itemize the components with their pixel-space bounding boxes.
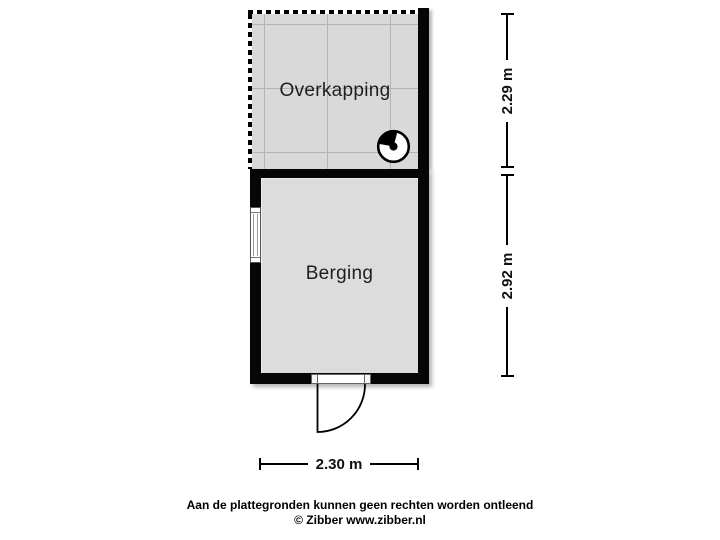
- footer-disclaimer: Aan de plattegronden kunnen geen rechten…: [186, 498, 534, 512]
- dim-label-overkapping-depth: 2.29 m: [496, 60, 518, 122]
- dim-label-width: 2.30 m: [308, 453, 370, 475]
- overkapping-dashed-border-top: [248, 10, 418, 14]
- overkapping-dashed-border-left: [248, 14, 252, 169]
- footer: Aan de plattegronden kunnen geen rechten…: [0, 498, 720, 528]
- footer-credit: © Zibber www.zibber.nl: [294, 513, 426, 527]
- room-berging-walls: Berging: [250, 169, 429, 384]
- dim-tick: [417, 458, 419, 470]
- dim-tick: [501, 166, 514, 168]
- room-label-berging: Berging: [305, 263, 374, 284]
- dim-tick: [501, 174, 514, 176]
- room-berging: Berging: [261, 178, 418, 373]
- window-icon: [250, 207, 261, 263]
- dim-tick: [501, 375, 514, 377]
- room-label-overkapping: Overkapping: [279, 80, 391, 101]
- door-frame-icon: [311, 374, 371, 384]
- room-overkapping: Overkapping: [252, 14, 418, 169]
- door-swing-icon: [316, 383, 366, 433]
- wall-right-overkapping: [418, 8, 429, 169]
- dim-tick: [259, 458, 261, 470]
- dim-label-berging-depth: 2.92 m: [496, 245, 518, 307]
- dim-tick: [501, 13, 514, 15]
- drainage-point-icon: [376, 129, 411, 164]
